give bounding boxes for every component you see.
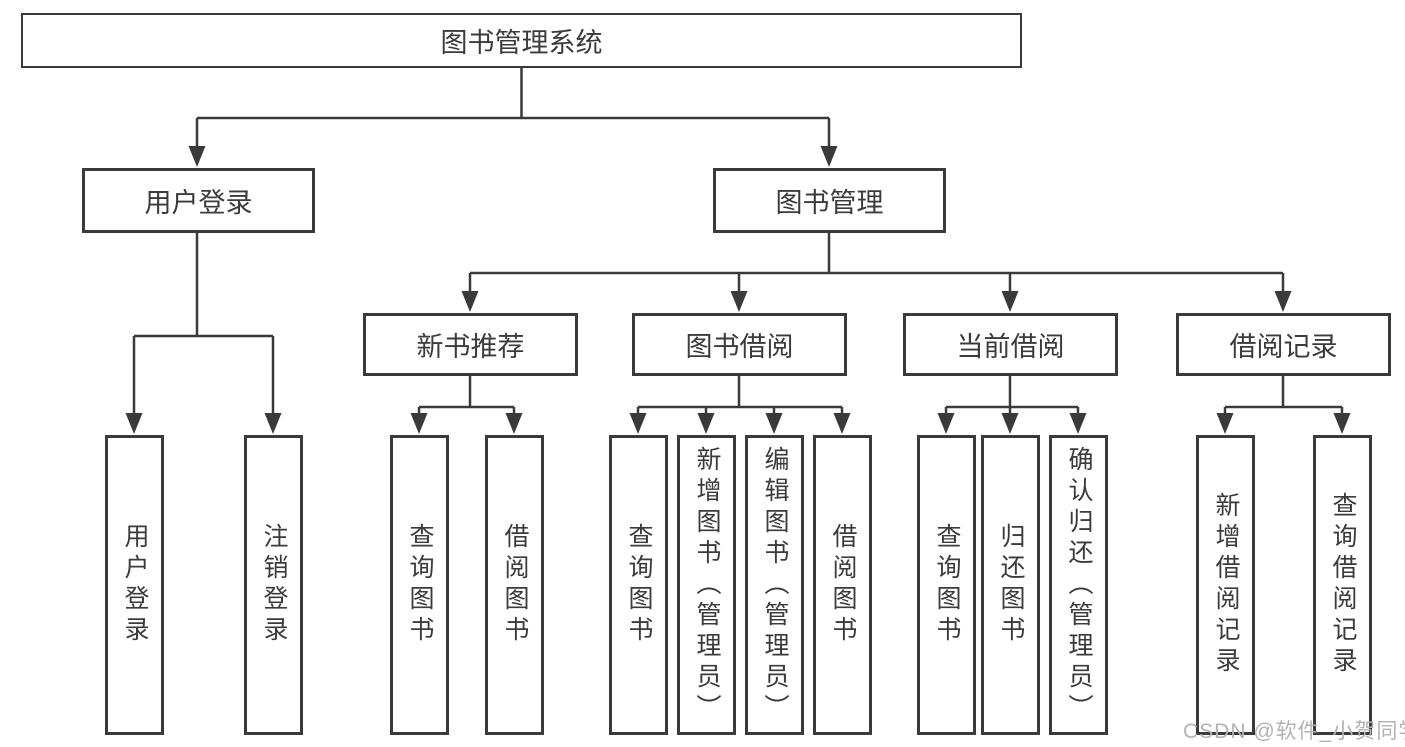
leaf-user-login: 用户登录 [105, 435, 164, 735]
leaf-add-book-admin: 新增图书（管理员） [677, 435, 736, 735]
csdn-watermark: CSDN @软件_小贺同学 [1183, 720, 1405, 743]
leaf-confirm-return-admin-label: 确认归还（管理员） [1065, 445, 1093, 725]
leaf-add-book-admin-label: 新增图书（管理员） [693, 445, 721, 725]
leaf-edit-book-admin: 编辑图书（管理员） [745, 435, 804, 735]
leaf-confirm-return-admin: 确认归还（管理员） [1049, 435, 1108, 735]
node-borrowing-records: 借阅记录 [1176, 313, 1391, 376]
leaf-query-borrow-record: 查询借阅记录 [1313, 435, 1372, 735]
leaf-add-borrow-record: 新增借阅记录 [1196, 435, 1255, 735]
leaf-query-books-recommend: 查询图书 [390, 435, 449, 735]
leaf-borrow-books-recommend-label: 借阅图书 [501, 523, 529, 647]
leaf-user-login-label: 用户登录 [121, 523, 149, 647]
leaf-add-borrow-record-label: 新增借阅记录 [1212, 492, 1240, 678]
node-book-borrowing: 图书借阅 [632, 313, 847, 376]
node-user-login: 用户登录 [82, 168, 315, 233]
node-book-management: 图书管理 [713, 168, 946, 233]
leaf-query-books-borrowing-label: 查询图书 [625, 523, 653, 647]
leaf-query-borrow-record-label: 查询借阅记录 [1329, 492, 1357, 678]
leaf-edit-book-admin-label: 编辑图书（管理员） [761, 445, 789, 725]
leaf-query-books-recommend-label: 查询图书 [406, 523, 434, 647]
leaf-query-books-borrowing: 查询图书 [609, 435, 668, 735]
node-current-borrowing: 当前借阅 [903, 313, 1118, 376]
leaf-borrow-books-recommend: 借阅图书 [485, 435, 544, 735]
leaf-logout-label: 注销登录 [260, 523, 288, 647]
leaf-borrow-books-borrowing-label: 借阅图书 [829, 523, 857, 647]
leaf-return-books-label: 归还图书 [997, 523, 1025, 647]
leaf-query-books-current: 查询图书 [917, 435, 976, 735]
node-library-management-system: 图书管理系统 [21, 13, 1022, 68]
leaf-borrow-books-borrowing: 借阅图书 [813, 435, 872, 735]
node-new-book-recommendation: 新书推荐 [363, 313, 578, 376]
leaf-query-books-current-label: 查询图书 [933, 523, 961, 647]
leaf-return-books: 归还图书 [981, 435, 1040, 735]
leaf-logout: 注销登录 [244, 435, 303, 735]
